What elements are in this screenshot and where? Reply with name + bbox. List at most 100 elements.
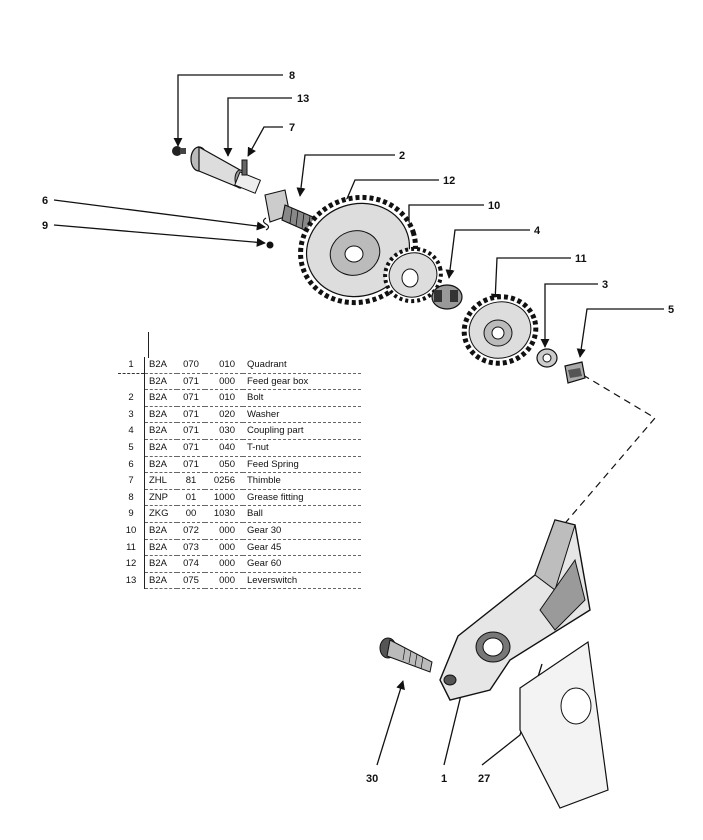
callout-3: 3	[602, 279, 608, 291]
part-number: 2	[118, 389, 145, 407]
part-code-item: 1030	[205, 505, 243, 523]
part-code-item: 0256	[205, 472, 243, 490]
part-code-group: 01	[177, 489, 205, 507]
callout-12: 12	[443, 175, 455, 187]
callout-10: 10	[488, 200, 500, 212]
part-code-item: 050	[205, 456, 243, 474]
grease-fitting	[172, 146, 186, 156]
part-code-prefix: ZNP	[144, 489, 177, 507]
callout-30: 30	[366, 773, 378, 785]
part-code-group: 071	[177, 389, 205, 407]
part-description: Gear 45	[243, 539, 361, 557]
coupling-part	[431, 284, 463, 310]
screw	[379, 637, 433, 673]
part-number: 13	[118, 572, 145, 589]
part-description: Gear 30	[243, 522, 361, 540]
part-code-group: 071	[177, 422, 205, 440]
feed-spring	[262, 217, 270, 231]
part-description: Gear 60	[243, 555, 361, 573]
table-divider	[148, 332, 149, 358]
part-code-prefix: B2A	[144, 572, 177, 590]
part-code-item: 000	[205, 373, 243, 391]
part-code-group: 071	[177, 456, 205, 474]
part-description: Quadrant	[243, 357, 361, 374]
part-number: 11	[118, 539, 145, 556]
callout-27: 27	[478, 773, 490, 785]
callout-8: 8	[289, 70, 295, 82]
part-number: 8	[118, 489, 145, 506]
part-description: Grease fitting	[243, 489, 361, 507]
part-code-item: 000	[205, 572, 243, 590]
part-description: Feed gear box	[243, 373, 361, 391]
callout-4: 4	[534, 225, 541, 237]
callout-2: 2	[399, 150, 405, 162]
gear-30	[383, 246, 443, 304]
part-description: Leverswitch	[243, 572, 361, 590]
part-code-item: 020	[205, 406, 243, 424]
part-code-item: 1000	[205, 489, 243, 507]
part-description: T-nut	[243, 439, 361, 457]
callout-13: 13	[297, 93, 309, 105]
callout-9: 9	[42, 220, 48, 232]
part-code-group: 075	[177, 572, 205, 590]
part-code-prefix: B2A	[144, 539, 177, 557]
part-code-group: 071	[177, 439, 205, 457]
part-code-group: 073	[177, 539, 205, 557]
part-description: Feed Spring	[243, 456, 361, 474]
part-description: Coupling part	[243, 422, 361, 440]
part-code-group: 00	[177, 505, 205, 523]
part-code-prefix: B2A	[144, 456, 177, 474]
part-code-prefix: B2A	[144, 422, 177, 440]
part-number: 12	[118, 555, 145, 573]
gear-45	[461, 294, 539, 366]
part-number: 10	[118, 522, 145, 540]
part-description: Ball	[243, 505, 361, 523]
ball	[266, 241, 274, 249]
cover-plate	[519, 640, 609, 809]
callout-1: 1	[441, 773, 447, 785]
part-code-prefix: B2A	[144, 389, 177, 407]
part-description: Washer	[243, 406, 361, 424]
part-code-item: 000	[205, 539, 243, 557]
part-code-group: 072	[177, 522, 205, 540]
part-number: 6	[118, 456, 145, 473]
part-code-prefix: ZKG	[144, 505, 177, 523]
callout-11: 11	[575, 253, 587, 265]
gear-60	[298, 194, 418, 306]
part-code-item: 000	[205, 555, 243, 573]
part-code-item: 040	[205, 439, 243, 457]
leverswitch	[190, 145, 262, 194]
part-code-group: 070	[177, 357, 205, 374]
part-code-prefix: B2A	[144, 406, 177, 424]
part-code-prefix: B2A	[144, 357, 177, 374]
part-code-prefix: B2A	[144, 522, 177, 540]
part-code-item: 030	[205, 422, 243, 440]
washer	[536, 348, 558, 368]
part-number: 1	[118, 357, 145, 374]
part-description: Bolt	[243, 389, 361, 407]
part-number: 4	[118, 422, 145, 440]
quadrant	[439, 519, 591, 701]
t-nut	[564, 361, 586, 384]
callout-6: 6	[42, 195, 48, 207]
part-code-prefix: ZHL	[144, 472, 177, 490]
assembly-path-line	[544, 374, 656, 561]
part-code-group: 81	[177, 472, 205, 490]
part-number: 7	[118, 472, 145, 490]
callout-5: 5	[668, 304, 674, 316]
part-code-group: 071	[177, 406, 205, 424]
part-code-prefix: B2A	[144, 439, 177, 457]
part-code-prefix: B2A	[144, 555, 177, 573]
